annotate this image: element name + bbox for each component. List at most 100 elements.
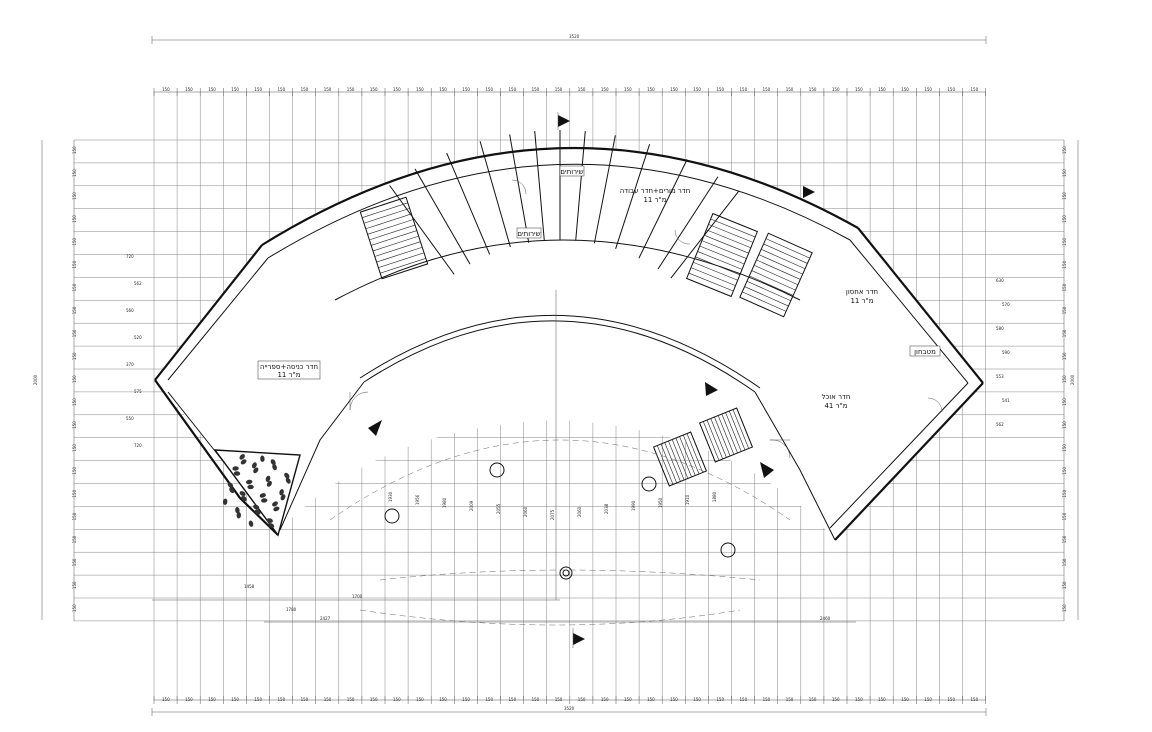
rock <box>240 459 247 465</box>
bottom-overall-dimension-label: 3520 <box>564 706 575 711</box>
module-label-right: 150 <box>1062 215 1067 223</box>
rock <box>266 518 273 523</box>
rock <box>241 495 247 502</box>
partition-wall <box>446 152 491 255</box>
stair-tread <box>693 261 738 281</box>
module-label-bottom: 150 <box>693 697 701 702</box>
module-label-left: 150 <box>72 535 77 543</box>
rock <box>268 523 275 529</box>
module-label-bottom: 150 <box>254 697 262 702</box>
rock <box>233 471 241 476</box>
module-label-bottom: 150 <box>278 697 286 702</box>
module-label-right: 150 <box>1062 283 1067 291</box>
rock <box>272 501 278 507</box>
module-label-bottom: 150 <box>901 697 909 702</box>
stair-tread <box>363 208 410 224</box>
right-side-dimension-label: 590 <box>1002 350 1010 355</box>
module-label-top: 150 <box>485 87 493 92</box>
module-label-top: 150 <box>324 87 332 92</box>
interior-dimension-label: 1880 <box>712 491 717 502</box>
module-label-top: 150 <box>185 87 193 92</box>
bottom-dimension-label: 1780 <box>286 607 297 612</box>
stair-tread <box>703 421 720 461</box>
interior-dimension-label: 2009 <box>469 500 474 511</box>
stair-tread <box>704 234 749 254</box>
module-label-left: 150 <box>72 352 77 360</box>
module-label-bottom: 150 <box>555 697 563 702</box>
module-label-right: 150 <box>1062 558 1067 566</box>
left-side-dimension-label: 560 <box>126 308 134 313</box>
rock <box>261 498 268 503</box>
top-overall-dimension-label: 3520 <box>569 34 580 39</box>
right-side-dimension-label: 630 <box>996 278 1004 283</box>
svg-text:11 מ"ר: 11 מ"ר <box>643 196 666 204</box>
left-overall-dimension: 2000 <box>33 140 43 620</box>
module-label-top: 150 <box>555 87 563 92</box>
interior-dimension-label: 2038 <box>604 503 609 514</box>
module-label-left: 150 <box>72 215 77 223</box>
module-label-bottom: 150 <box>162 697 170 702</box>
module-label-top: 150 <box>532 87 540 92</box>
rock <box>247 484 254 490</box>
svg-text:שירותים: שירותים <box>517 230 540 238</box>
stair-tread <box>710 418 727 458</box>
module-label-right: 150 <box>1062 260 1067 268</box>
module-label-left: 150 <box>72 283 77 291</box>
rock <box>279 489 284 496</box>
right-side-dimension-label: 580 <box>996 326 1004 331</box>
stair-tread <box>367 219 414 235</box>
module-label-bottom: 150 <box>971 697 979 702</box>
left-module-dimensions: 1501501501501501501501501501501501501501… <box>72 140 77 621</box>
stair-tread <box>732 409 749 449</box>
module-label-top: 150 <box>278 87 286 92</box>
module-label-right: 150 <box>1062 604 1067 612</box>
stair-tread <box>362 202 408 218</box>
courtyard-columns <box>384 462 736 580</box>
module-label-right: 150 <box>1062 398 1067 406</box>
partition-wall <box>389 185 455 275</box>
bottom-dimension-label: 1458 <box>244 584 255 589</box>
module-label-top: 150 <box>855 87 863 92</box>
stair-tread <box>749 275 794 296</box>
room-label-top-office: חדר מורים+חדר עבודה 11 מ"ר <box>620 187 691 204</box>
stair-tread <box>708 224 754 243</box>
module-label-right: 150 <box>1062 169 1067 177</box>
rock <box>236 512 242 519</box>
room-label-right-small: חדר אחסון 11 מ"ר <box>846 288 878 305</box>
module-label-bottom: 150 <box>509 697 517 702</box>
right-module-dimensions: 1501501501501501501501501501501501501501… <box>1062 140 1067 621</box>
partition-wall <box>414 168 471 265</box>
svg-text:11 מ"ר: 11 מ"ר <box>850 297 873 305</box>
rock <box>259 493 266 498</box>
rock <box>265 475 271 482</box>
bottom-dimension-label: 2460 <box>820 616 831 621</box>
module-label-left: 150 <box>72 238 77 246</box>
stair-tread <box>372 235 419 252</box>
module-label-bottom: 150 <box>208 697 216 702</box>
stair-tread <box>699 245 745 265</box>
stair-tread <box>369 224 416 241</box>
module-label-top: 150 <box>786 87 794 92</box>
module-label-bottom: 150 <box>347 697 355 702</box>
stair-tread <box>746 280 791 302</box>
stair-tread <box>706 229 751 249</box>
module-label-right: 150 <box>1062 146 1067 154</box>
stair-tread <box>675 437 692 478</box>
module-label-top: 150 <box>578 87 586 92</box>
stair-tread <box>690 267 736 286</box>
stair-tread <box>671 439 689 479</box>
module-label-bottom: 150 <box>578 697 586 702</box>
module-label-left: 150 <box>72 398 77 406</box>
left-side-dimension-label: 562 <box>134 281 142 286</box>
interior-dimension-label: 2055 <box>496 503 501 514</box>
module-label-top: 150 <box>947 87 955 92</box>
left-side-dimension-label: 575 <box>134 389 142 394</box>
module-label-left: 150 <box>72 558 77 566</box>
module-label-bottom: 150 <box>393 697 401 702</box>
module-label-top: 150 <box>462 87 470 92</box>
rock <box>280 494 286 501</box>
module-label-bottom: 150 <box>370 697 378 702</box>
module-label-left: 150 <box>72 375 77 383</box>
stair-tread <box>697 251 743 270</box>
